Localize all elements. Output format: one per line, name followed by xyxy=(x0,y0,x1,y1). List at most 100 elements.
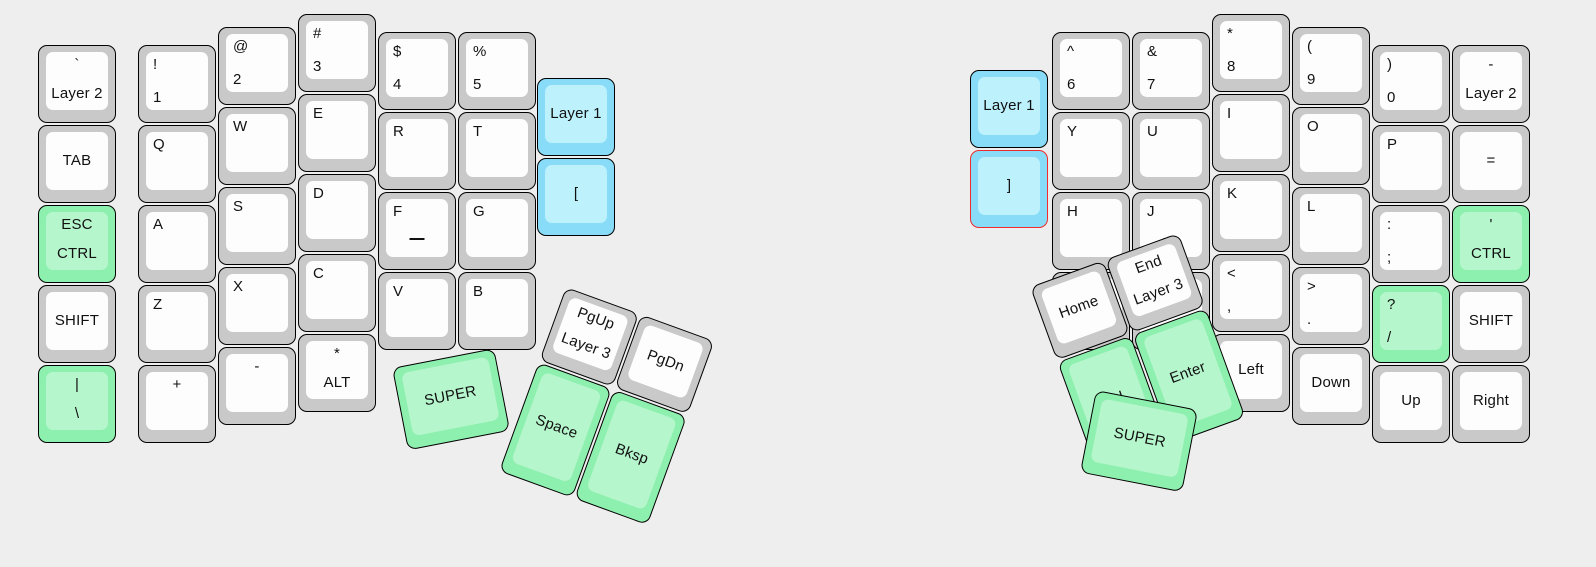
legend-center: SHIFT xyxy=(54,311,100,329)
legend-center: CTRL xyxy=(57,244,97,262)
key-p[interactable]: P xyxy=(1372,125,1450,203)
z-cap: Z xyxy=(146,292,208,350)
key-plus[interactable]: + xyxy=(138,365,216,443)
legend-center: SUPER xyxy=(1112,423,1168,451)
minus-cap: - xyxy=(226,354,288,412)
legend-center: ] xyxy=(1006,176,1012,194)
key-down-arrow[interactable]: Down xyxy=(1292,347,1370,425)
key-equals[interactable]: = xyxy=(1452,125,1530,203)
key-z[interactable]: Z xyxy=(138,285,216,363)
i-cap: I xyxy=(1220,101,1282,159)
key-k[interactable]: K xyxy=(1212,174,1290,252)
legend-bottom: 5 xyxy=(473,75,482,93)
key-u[interactable]: U xyxy=(1132,112,1210,190)
key-right-arrow[interactable]: Right xyxy=(1452,365,1530,443)
key-grave-layer2[interactable]: `Layer 2 xyxy=(38,45,116,123)
key-4-dollar[interactable]: $4 xyxy=(378,32,456,110)
b-cap: B xyxy=(466,279,528,337)
key-r[interactable]: R xyxy=(378,112,456,190)
key-6-caret[interactable]: ^6 xyxy=(1052,32,1130,110)
legend-center: Layer 1 xyxy=(550,104,602,122)
key-y[interactable]: Y xyxy=(1052,112,1130,190)
legend-top: $ xyxy=(393,43,402,60)
comma-lt-cap: <, xyxy=(1220,261,1282,319)
key-x[interactable]: X xyxy=(218,267,296,345)
u-cap: U xyxy=(1140,119,1202,177)
legend-bottom: 0 xyxy=(1387,88,1396,106)
key-shift-right[interactable]: SHIFT xyxy=(1452,285,1530,363)
key-f[interactable]: F xyxy=(378,192,456,270)
key-0-paren[interactable]: )0 xyxy=(1372,45,1450,123)
key-e[interactable]: E xyxy=(298,94,376,172)
key-w[interactable]: W xyxy=(218,107,296,185)
key-comma-lt[interactable]: <, xyxy=(1212,254,1290,332)
key-h[interactable]: H xyxy=(1052,192,1130,270)
legend-center: Layer 1 xyxy=(983,96,1035,114)
legend-center: Up xyxy=(1401,391,1421,409)
key-minus-layer2[interactable]: -Layer 2 xyxy=(1452,45,1530,123)
key-slash-question[interactable]: ?/ xyxy=(1372,285,1450,363)
l-cap: L xyxy=(1300,194,1362,252)
legend-bottom: Layer 3 xyxy=(559,328,614,363)
key-bracket-left[interactable]: [ xyxy=(537,158,615,236)
key-8-star[interactable]: *8 xyxy=(1212,14,1290,92)
key-period-gt[interactable]: >. xyxy=(1292,267,1370,345)
key-semicolon[interactable]: :; xyxy=(1372,205,1450,283)
legend-center: [ xyxy=(573,184,579,202)
legend-center: ALT xyxy=(323,373,351,391)
key-5-percent[interactable]: %5 xyxy=(458,32,536,110)
key-l[interactable]: L xyxy=(1292,187,1370,265)
key-shift-left[interactable]: SHIFT xyxy=(38,285,116,363)
key-7-amp[interactable]: &7 xyxy=(1132,32,1210,110)
legend-center: Layer 2 xyxy=(1465,84,1517,102)
key-q[interactable]: Q xyxy=(138,125,216,203)
legend-center: = xyxy=(1486,151,1496,169)
key-s[interactable]: S xyxy=(218,187,296,265)
legend-bottom: 7 xyxy=(1147,75,1156,93)
key-3-hash[interactable]: #3 xyxy=(298,14,376,92)
legend-top: > xyxy=(1307,278,1316,295)
key-pipe-backslash[interactable]: |\ xyxy=(38,365,116,443)
key-minus[interactable]: - xyxy=(218,347,296,425)
legend-top: @ xyxy=(233,38,249,55)
legend-top: I xyxy=(1227,105,1232,122)
key-tab[interactable]: TAB xyxy=(38,125,116,203)
key-quote-ctrl[interactable]: 'CTRL xyxy=(1452,205,1530,283)
key-v[interactable]: V xyxy=(378,272,456,350)
key-t[interactable]: T xyxy=(458,112,536,190)
key-layer1-right[interactable]: Layer 1 xyxy=(970,70,1048,148)
legend-top: S xyxy=(233,198,244,215)
key-c[interactable]: C xyxy=(298,254,376,332)
key-2-at[interactable]: @2 xyxy=(218,27,296,105)
key-b[interactable]: B xyxy=(458,272,536,350)
shift-left-cap: SHIFT xyxy=(46,292,108,350)
key-i[interactable]: I xyxy=(1212,94,1290,172)
key-up-arrow[interactable]: Up xyxy=(1372,365,1450,443)
legend-top: O xyxy=(1307,118,1319,135)
key-g[interactable]: G xyxy=(458,192,536,270)
key-o[interactable]: O xyxy=(1292,107,1370,185)
legend-top: * xyxy=(1227,25,1234,42)
legend-top: * xyxy=(333,345,341,362)
pipe-backslash-cap: |\ xyxy=(46,372,108,430)
legend-top: < xyxy=(1227,265,1236,282)
key-1-bang[interactable]: !1 xyxy=(138,45,216,123)
pgdn-cap: PgDn xyxy=(626,323,705,400)
key-bracket-right[interactable]: ] xyxy=(970,150,1048,228)
layer1-left-cap: Layer 1 xyxy=(545,85,607,143)
key-layer1-left[interactable]: Layer 1 xyxy=(537,78,615,156)
3-hash-cap: #3 xyxy=(306,21,368,79)
key-d[interactable]: D xyxy=(298,174,376,252)
legend-top: A xyxy=(153,216,164,233)
legend-top: R xyxy=(393,123,405,140)
o-cap: O xyxy=(1300,114,1362,172)
legend-bottom: 6 xyxy=(1067,75,1076,93)
0-paren-cap: )0 xyxy=(1380,52,1442,110)
key-super-left[interactable]: SUPER xyxy=(392,348,511,451)
legend-top: % xyxy=(473,43,487,60)
key-alt[interactable]: * ALT xyxy=(298,334,376,412)
key-a[interactable]: A xyxy=(138,205,216,283)
key-9-paren[interactable]: (9 xyxy=(1292,27,1370,105)
legend-top: B xyxy=(473,283,484,300)
